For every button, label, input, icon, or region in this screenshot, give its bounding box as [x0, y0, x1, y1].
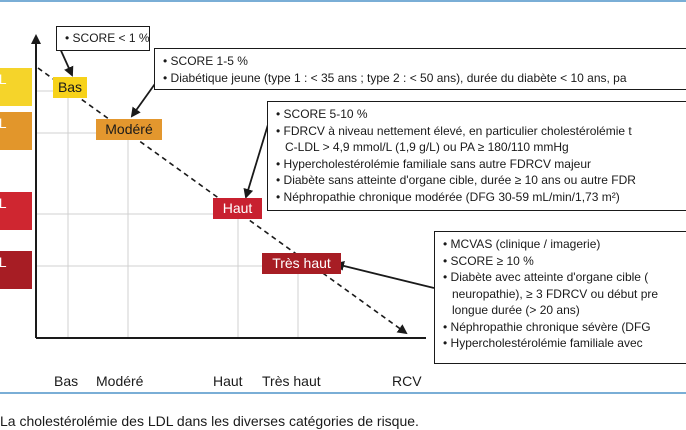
criteria-box-tres-haut: • MCVAS (clinique / imagerie) • SCORE ≥ 1… — [434, 231, 686, 364]
criteria-item: • Hypercholestérolémie familiale avec — [443, 336, 643, 350]
ldl-goal-modere-unit: L — [0, 132, 32, 149]
ldl-goal-haut-value: ol/L — [0, 195, 7, 211]
criteria-item: C-LDL > 4,9 mmol/L (1,9 g/L) ou PA ≥ 180… — [285, 140, 569, 154]
criteria-item: • Hypercholestérolémie familiale sans au… — [276, 156, 591, 171]
figure-caption: La cholestérolémie des LDL dans les dive… — [0, 413, 419, 429]
criteria-item: • Diabète sans atteinte d'organe cible, … — [276, 173, 636, 187]
criteria-item: • SCORE < 1 % — [65, 31, 150, 45]
ldl-goal-bas: ol/L /L — [0, 68, 32, 106]
criteria-item: • FDRCV à niveau nettement élevé, en par… — [276, 123, 632, 138]
bottom-border — [0, 392, 686, 394]
x-label-haut: Haut — [213, 373, 243, 389]
category-tres-haut: Très haut — [262, 253, 341, 274]
criteria-item: • Néphropathie chronique modérée (DFG 30… — [276, 189, 620, 204]
x-label-modere: Modéré — [96, 373, 144, 389]
criteria-item: neuropathie), ≥ 3 FDRCV ou début pre — [452, 286, 659, 301]
criteria-box-haut: • SCORE 5-10 % • FDRCV à niveau nettement… — [267, 101, 686, 211]
ldl-goal-modere-value: ol/L — [0, 115, 7, 131]
ldl-goal-tres-haut-unit: /L — [0, 271, 32, 288]
top-border — [0, 0, 686, 2]
category-modere: Modéré — [96, 119, 162, 140]
category-bas: Bas — [53, 77, 87, 98]
ldl-goal-bas-value: ol/L — [0, 71, 7, 87]
ldl-goal-haut-unit: /L — [0, 212, 32, 229]
criteria-item: • MCVAS (clinique / imagerie) — [443, 237, 601, 251]
x-axis-end-label: RCV — [392, 373, 422, 389]
pointer-tres-haut — [334, 261, 435, 289]
criteria-item: • SCORE 1-5 % — [163, 54, 248, 68]
criteria-box-bas: • SCORE < 1 % — [56, 26, 150, 51]
criteria-item: • Diabète avec atteinte d'organe cible ( — [443, 270, 649, 284]
criteria-item: • SCORE ≥ 10 % — [443, 253, 534, 268]
ldl-goal-haut: ol/L /L — [0, 192, 32, 230]
pointer-haut — [243, 117, 271, 199]
x-label-bas: Bas — [54, 373, 79, 389]
criteria-item: • SCORE 5-10 % — [276, 107, 368, 121]
category-haut: Haut — [213, 198, 262, 219]
criteria-list: • MCVAS (clinique / imagerie) • SCORE ≥ 1… — [443, 236, 686, 352]
criteria-item: • Néphropathie chronique sévère (DFG — [443, 319, 651, 334]
ldl-goal-modere: ol/L L — [0, 112, 32, 150]
ldl-goal-bas-unit: /L — [0, 88, 32, 105]
criteria-item: • Diabétique jeune (type 1 : < 35 ans ; … — [163, 70, 627, 85]
criteria-box-modere: • SCORE 1-5 % • Diabétique jeune (type 1 … — [154, 48, 686, 90]
ldl-goal-tres-haut-value: ol/L — [0, 254, 7, 270]
x-label-tres-haut: Très haut — [262, 373, 321, 389]
criteria-list: • SCORE 1-5 % • Diabétique jeune (type 1 … — [163, 53, 686, 86]
criteria-item: longue durée (> 20 ans) — [452, 303, 580, 317]
criteria-list: • SCORE < 1 % — [65, 30, 149, 47]
criteria-list: • SCORE 5-10 % • FDRCV à niveau nettement… — [276, 106, 686, 205]
ldl-goal-tres-haut: ol/L /L — [0, 251, 32, 289]
